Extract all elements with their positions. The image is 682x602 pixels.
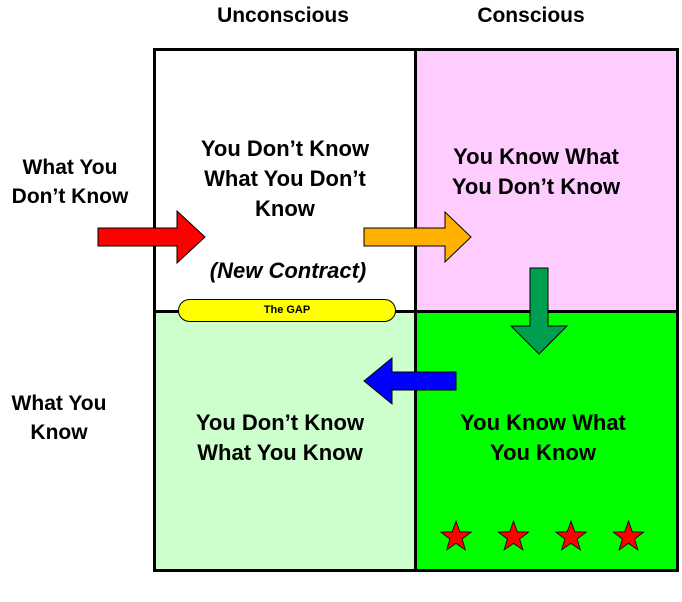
quadrant-text-line: What You Know <box>197 440 363 465</box>
arrow-to-conscious <box>363 210 472 264</box>
star-icon <box>612 519 645 551</box>
row-label-dont-know: What You Don’t Know <box>0 153 140 211</box>
quadrant-text-line: You Don’t Know <box>451 174 621 199</box>
star-icon <box>439 519 473 551</box>
column-header-unconscious: Unconscious <box>217 4 349 27</box>
star-icon <box>554 519 588 551</box>
arrow-down <box>509 267 569 355</box>
star-icon <box>497 519 530 551</box>
quadrant-text-line: You Know What <box>460 410 626 435</box>
quadrant-bottom-right-text: You Know What You Know <box>432 408 654 468</box>
gap-label: The GAP <box>178 299 396 322</box>
entry-arrow <box>97 209 206 265</box>
quadrant-unconscious-incompetence <box>153 48 416 312</box>
row-label-line: What You <box>22 156 118 179</box>
quadrant-text-line: You Don’t Know <box>195 410 365 435</box>
column-header-conscious: Conscious <box>477 4 585 27</box>
quadrant-bottom-left-text: You Don’t Know What You Know <box>165 408 395 468</box>
quadrant-text-line: You Don’t Know <box>200 136 370 161</box>
quadrant-text-line: You Know What <box>453 144 619 169</box>
quadrant-text-line: What You Don’t <box>204 166 366 191</box>
stars-group <box>439 519 645 551</box>
quadrant-top-left-text: You Don’t Know What You Don’t Know <box>170 134 400 224</box>
arrow-to-unconscious <box>363 356 457 406</box>
row-label-know: What You Know <box>0 389 118 447</box>
row-label-line: What You <box>11 392 107 415</box>
quadrant-unconscious-competence <box>153 311 416 572</box>
row-label-line: Know <box>30 421 88 444</box>
quadrant-text-line: Know <box>255 196 315 221</box>
quadrant-text-line: You Know <box>490 440 596 465</box>
row-label-line: Don’t Know <box>11 185 129 208</box>
quadrant-top-right-text: You Know What You Don’t Know <box>425 142 647 202</box>
new-contract-note: (New Contract) <box>209 258 367 283</box>
grid-horizontal-divider <box>153 310 679 313</box>
